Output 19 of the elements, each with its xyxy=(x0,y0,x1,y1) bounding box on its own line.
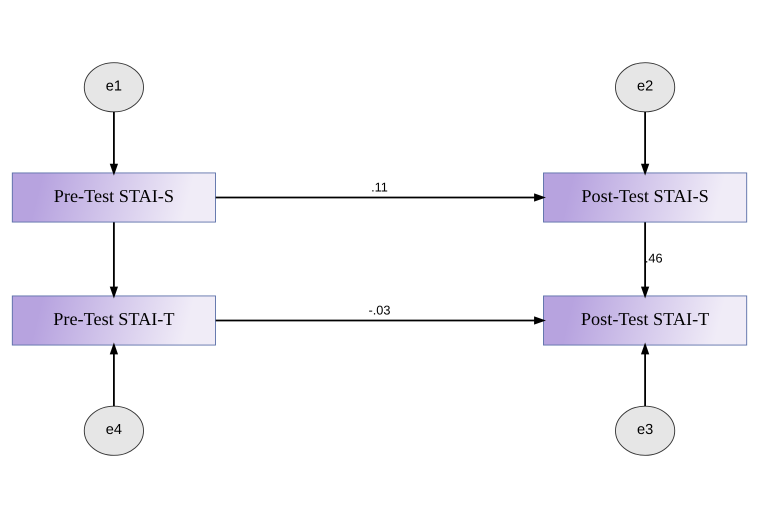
node-box: Post-Test STAI-S xyxy=(543,172,748,222)
arrow xyxy=(640,222,650,298)
node-box: Post-Test STAI-T xyxy=(543,294,748,346)
node-ellipse: e2 xyxy=(615,62,676,112)
edge-label: .11 xyxy=(371,178,388,194)
edge-label: -.03 xyxy=(368,302,390,317)
node-box: Pre-Test STAI-T xyxy=(12,294,216,346)
arrow xyxy=(216,316,546,324)
node-ellipse: e3 xyxy=(615,405,676,456)
arrow xyxy=(110,111,118,176)
node-ellipse: e1 xyxy=(84,62,144,112)
node-box: Pre-Test STAI-S xyxy=(12,172,216,222)
arrow xyxy=(640,111,650,176)
arrow xyxy=(640,342,650,406)
arrow xyxy=(216,192,546,202)
edge-label: .46 xyxy=(644,250,663,265)
node-ellipse: e4 xyxy=(84,405,144,456)
arrow xyxy=(110,222,118,298)
arrow xyxy=(110,342,118,406)
